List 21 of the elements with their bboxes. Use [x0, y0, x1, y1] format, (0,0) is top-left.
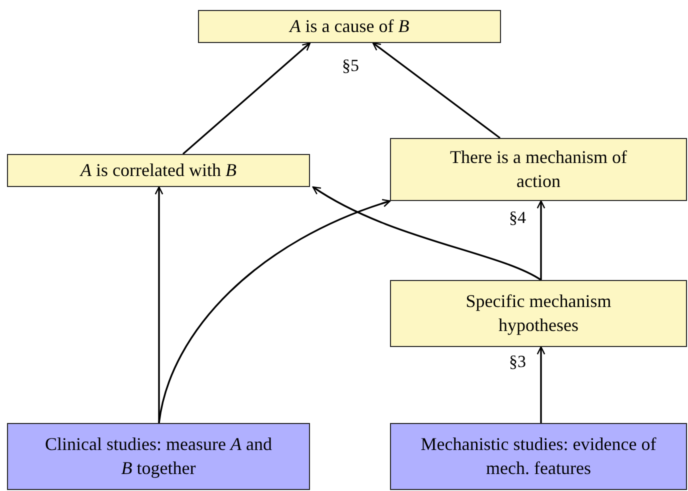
process-box	[390, 280, 687, 347]
process-box	[390, 423, 687, 490]
section-label: §3	[509, 352, 526, 372]
process-box	[198, 10, 501, 43]
box-text: A is correlated with B	[80, 158, 236, 182]
arrow	[154, 186, 164, 423]
box-text: A is a cause of B	[290, 14, 410, 38]
box-text: There is a mechanism of action	[449, 146, 628, 192]
box-text: Mechanistic studies: evidence of mech. features	[420, 433, 658, 480]
section-label: §4	[509, 208, 526, 228]
arrow	[536, 200, 546, 280]
process-box	[390, 138, 687, 201]
box-text: Specific mechanism hypotheses	[464, 290, 612, 337]
arrow	[372, 42, 500, 139]
box-text: Clinical studies: measure A and B together	[44, 433, 273, 480]
arrow	[158, 199, 391, 424]
arrow	[536, 346, 546, 423]
process-box	[7, 154, 310, 187]
process-box	[7, 423, 310, 490]
arrow	[182, 42, 311, 155]
section-label: §5	[342, 56, 359, 76]
